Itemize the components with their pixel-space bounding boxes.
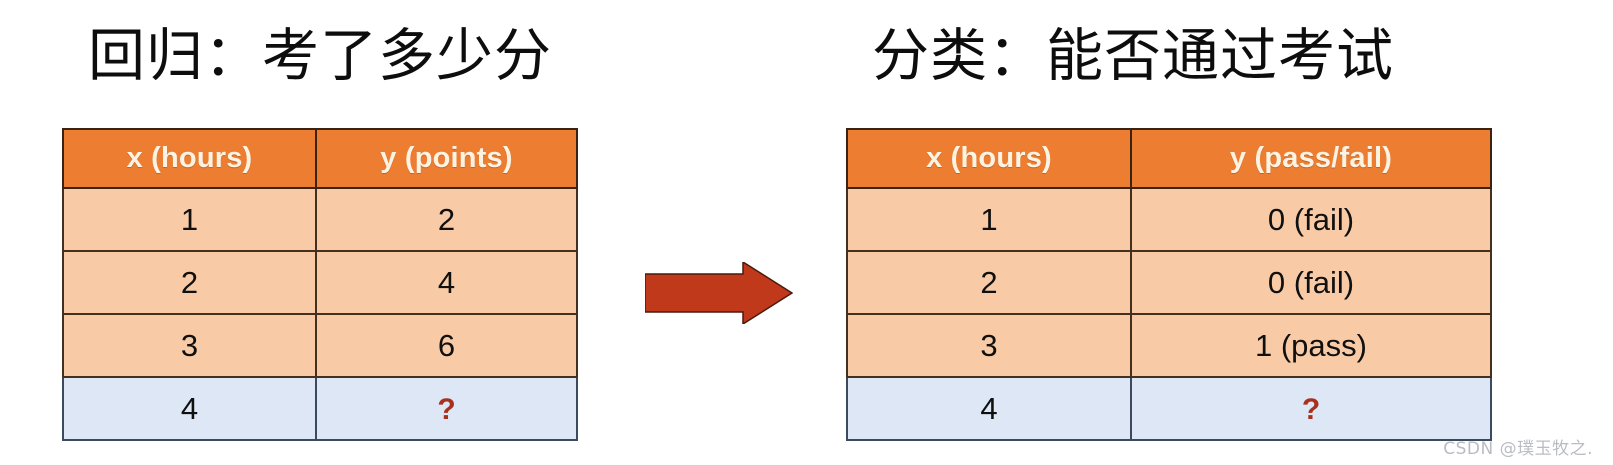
column-header-y: y (points) <box>315 128 578 189</box>
cell-x: 4 <box>846 376 1132 441</box>
cell-y: 6 <box>315 313 578 378</box>
cell-x: 3 <box>846 313 1132 378</box>
cell-y: 1 (pass) <box>1130 313 1492 378</box>
regression-panel-title: 回归：考了多少分 <box>88 23 552 89</box>
cell-x: 2 <box>846 250 1132 315</box>
cell-y: 2 <box>315 187 578 252</box>
classification-table-head: x (hours) y (pass/fail) <box>846 128 1492 189</box>
regression-table: x (hours) y (points) 1 2 2 4 3 6 4 ? <box>62 128 578 441</box>
flow-arrow-icon <box>645 262 793 324</box>
unknown-value-marker: ? <box>437 392 456 426</box>
cell-x: 1 <box>846 187 1132 252</box>
cell-y: 0 (fail) <box>1130 250 1492 315</box>
table-row: 2 0 (fail) <box>846 250 1492 315</box>
cell-y-unknown: ? <box>1130 376 1492 441</box>
cell-x: 2 <box>62 250 317 315</box>
classification-table: x (hours) y (pass/fail) 1 0 (fail) 2 0 (… <box>846 128 1492 441</box>
table-row: 3 6 <box>62 313 578 378</box>
regression-table-head: x (hours) y (points) <box>62 128 578 189</box>
cell-x: 3 <box>62 313 317 378</box>
table-row-highlighted: 4 ? <box>62 376 578 441</box>
table-row: 1 2 <box>62 187 578 252</box>
classification-table-body: 1 0 (fail) 2 0 (fail) 3 1 (pass) 4 ? <box>846 187 1492 441</box>
table-header-row: x (hours) y (points) <box>62 128 578 189</box>
table-row: 3 1 (pass) <box>846 313 1492 378</box>
unknown-value-marker: ? <box>1301 392 1321 426</box>
table-header-row: x (hours) y (pass/fail) <box>846 128 1492 189</box>
watermark-text: CSDN @璞玉牧之. <box>1443 439 1593 459</box>
cell-y: 4 <box>315 250 578 315</box>
table-row: 2 4 <box>62 250 578 315</box>
cell-y: 0 (fail) <box>1130 187 1492 252</box>
classification-panel-title: 分类：能否通过考试 <box>872 23 1394 89</box>
column-header-x: x (hours) <box>846 128 1132 189</box>
column-header-x: x (hours) <box>62 128 317 189</box>
cell-x: 1 <box>62 187 317 252</box>
regression-table-body: 1 2 2 4 3 6 4 ? <box>62 187 578 441</box>
cell-x: 4 <box>62 376 317 441</box>
table-row: 1 0 (fail) <box>846 187 1492 252</box>
table-row-highlighted: 4 ? <box>846 376 1492 441</box>
column-header-y: y (pass/fail) <box>1130 128 1492 189</box>
cell-y-unknown: ? <box>315 376 578 441</box>
